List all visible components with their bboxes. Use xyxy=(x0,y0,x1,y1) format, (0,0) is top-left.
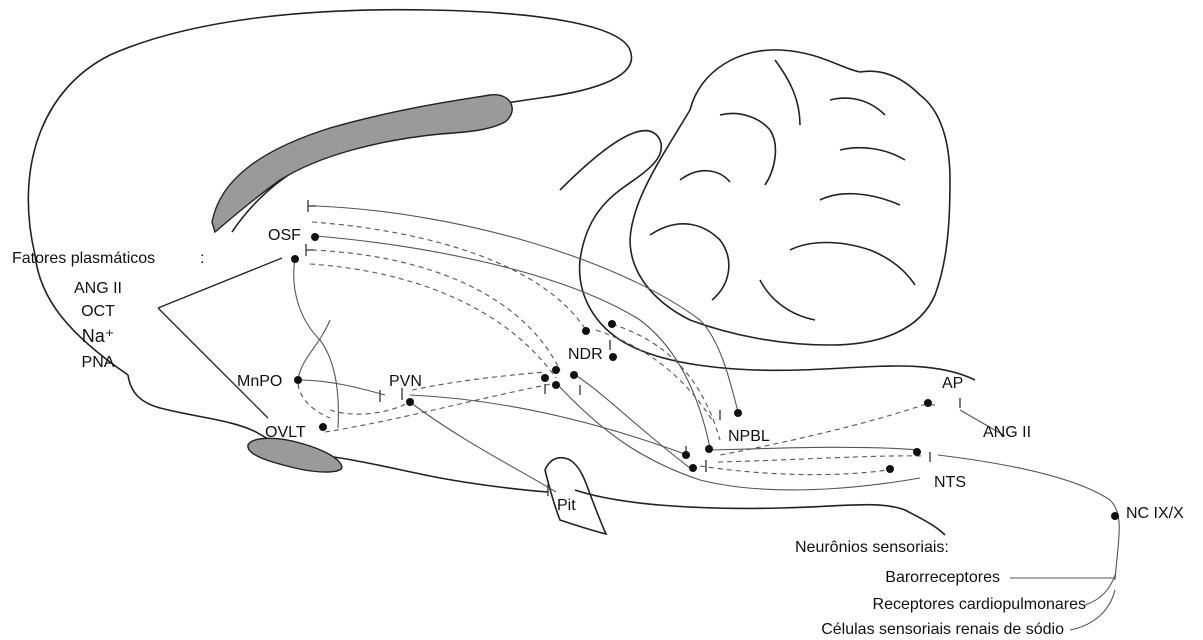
dashed-pathways xyxy=(298,222,926,475)
plasma-item-oct: OCT xyxy=(58,303,138,321)
plasma-item-ang2: ANG II xyxy=(58,280,138,298)
label-pit: Pit xyxy=(557,497,576,515)
ndr-dot-5 xyxy=(570,371,578,379)
label-ap-ang2: ANG II xyxy=(983,424,1031,442)
sensory-item-baro: Barorreceptores xyxy=(690,569,1000,587)
optic-chiasm xyxy=(248,438,342,472)
label-nts: NTS xyxy=(934,474,966,492)
nts-dot-1 xyxy=(913,448,921,456)
ndr-dot-1 xyxy=(582,327,590,335)
npbl-dot-4 xyxy=(689,464,697,472)
pvn-dot xyxy=(406,398,414,406)
label-ndr: NDR xyxy=(568,346,603,364)
cerebellum-outline xyxy=(630,50,950,345)
mnpo-dot xyxy=(294,376,302,384)
label-nc: NC IX/X xyxy=(1126,505,1184,523)
npbl-dot-2 xyxy=(705,445,713,453)
label-ap: AP xyxy=(942,375,963,393)
brain-outline xyxy=(28,10,975,535)
nc-dot xyxy=(1111,512,1119,520)
ndr-dot-6 xyxy=(541,374,549,382)
npbl-dot-3 xyxy=(682,451,690,459)
nts-dot-2 xyxy=(886,465,894,473)
label-ovlt: OVLT xyxy=(265,424,306,442)
ovlt-dot xyxy=(319,423,327,431)
plasma-bracket xyxy=(158,258,282,418)
ndr-dot-2 xyxy=(608,320,616,328)
osf-dot-2 xyxy=(291,255,299,263)
ndr-dot-3 xyxy=(609,353,617,361)
label-mnpo: MnPO xyxy=(237,373,282,391)
synapse-endings xyxy=(306,200,960,496)
label-pvn: PVN xyxy=(389,373,422,391)
lateral-ventricle xyxy=(212,95,512,232)
plasma-colon: : xyxy=(200,250,204,268)
sensory-item-renal: Células sensoriais renais de sódio xyxy=(690,621,1064,639)
ndr-dot-7 xyxy=(552,381,560,389)
plasma-item-na: Na⁺ xyxy=(58,327,138,345)
brainstem-lower-outline xyxy=(575,490,945,535)
label-osf: OSF xyxy=(268,227,301,245)
sensory-item-cardio: Receptores cardiopulmonares xyxy=(690,596,1086,614)
cerebellum xyxy=(630,50,950,345)
npbl-dot xyxy=(734,409,742,417)
ndr-dot-4 xyxy=(552,366,560,374)
neural-pathways xyxy=(294,206,1120,630)
plasma-factors-heading: Fatores plasmáticos xyxy=(12,250,155,268)
label-npbl: NPBL xyxy=(728,428,770,446)
brainstem-upper-outline xyxy=(560,131,975,380)
sensory-heading: Neurônios sensoriais: xyxy=(795,539,949,557)
plasma-item-pna: PNA xyxy=(58,354,138,372)
osf-dot-1 xyxy=(311,233,319,241)
ap-dot xyxy=(924,399,932,407)
